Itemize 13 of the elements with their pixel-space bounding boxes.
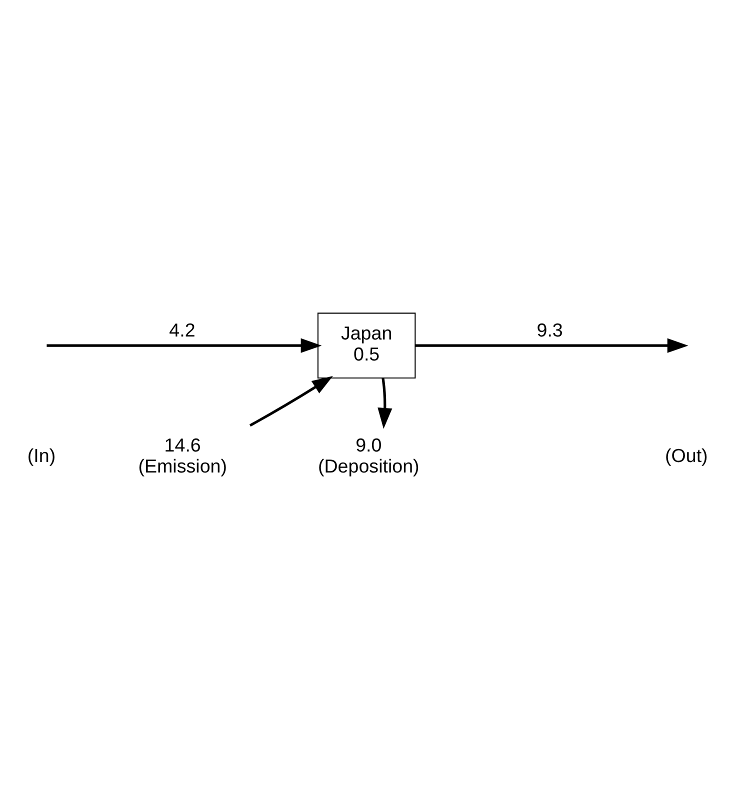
label: (Out) xyxy=(664,444,708,466)
arrow xyxy=(416,338,688,352)
arrow xyxy=(46,338,322,352)
node-box: Japan 0.5 xyxy=(317,312,416,378)
edge-label: 9.3 xyxy=(536,319,563,340)
arrow xyxy=(378,377,392,428)
node-text: 14.6 xyxy=(164,434,201,456)
node-label: (Deposition) xyxy=(318,454,420,476)
edge-label: 4.2 xyxy=(169,319,196,340)
node-label: (Emission) xyxy=(138,454,228,476)
node-text: 9.0 xyxy=(356,434,382,456)
label: (In) xyxy=(27,444,56,466)
arrow xyxy=(249,375,333,426)
